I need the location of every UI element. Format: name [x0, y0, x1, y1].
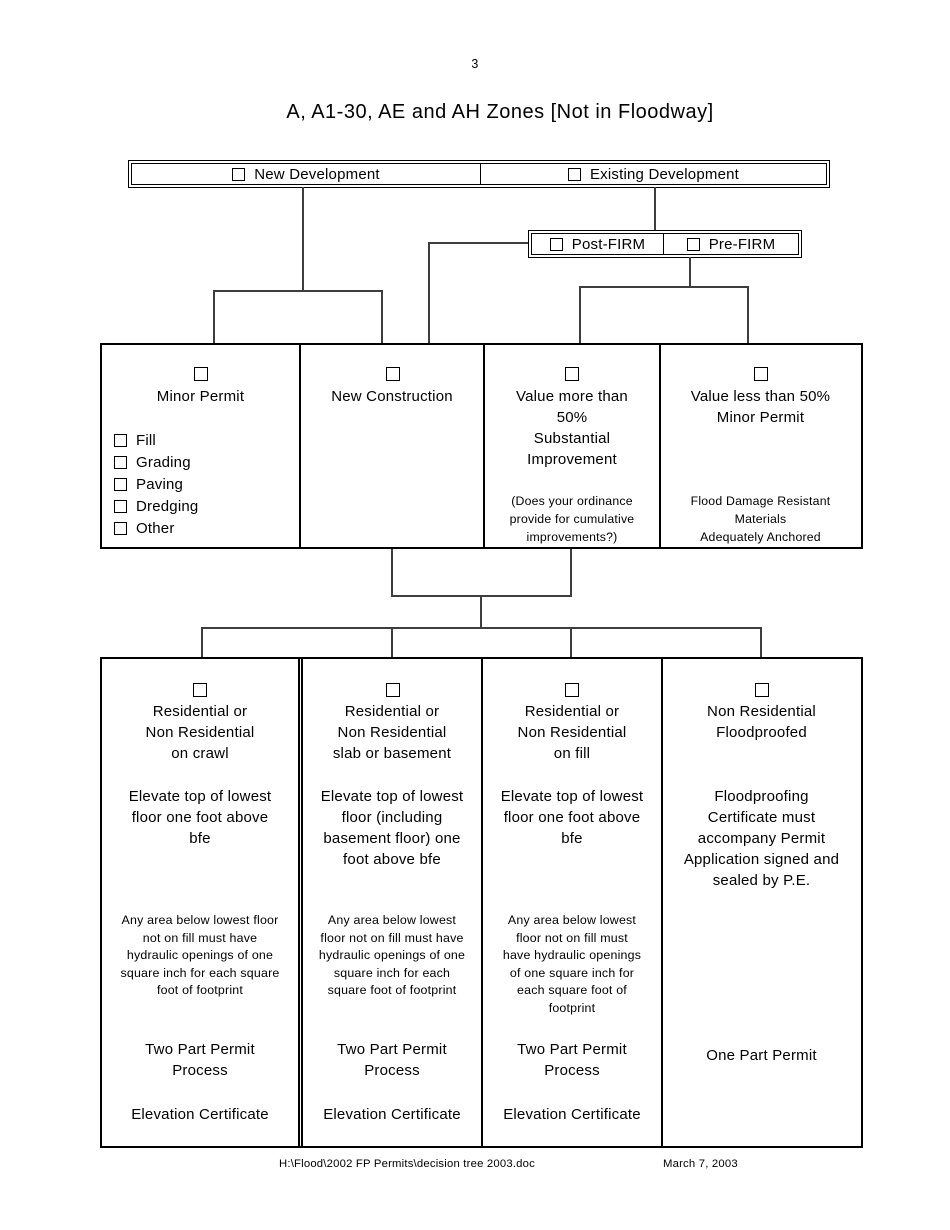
slab-fine-print: Any area below lowest floor not on fill … [318, 913, 466, 998]
value-more-cell: Value more than 50% Substantial Improvem… [483, 345, 659, 547]
floodproofed-cell: Non Residential Floodproofed Floodproofi… [661, 659, 860, 1146]
list-item: Grading [114, 451, 198, 473]
connector-line [381, 290, 383, 343]
list-item: Fill [114, 429, 198, 451]
checkbox-icon [386, 683, 400, 697]
list-item-label: Paving [136, 475, 184, 493]
value-less-cell: Value less than 50% Minor Permit Flood D… [659, 345, 860, 547]
floodproofed-process: One Part Permit [706, 1047, 817, 1064]
checkbox-icon [114, 477, 127, 491]
existing-development-cell: Existing Development [480, 164, 826, 184]
connector-line [760, 627, 762, 657]
crawl-title: Residential or Non Residential on crawl [145, 703, 255, 762]
connector-line [579, 286, 581, 343]
connector-line [579, 286, 749, 288]
connector-line [654, 187, 656, 230]
checkbox-icon [114, 499, 127, 513]
slab-process: Two Part Permit Process [337, 1041, 447, 1079]
permit-type-grid: Minor Permit Fill Grading Paving Dredgin… [100, 343, 863, 549]
footer-file-path: H:\Flood\2002 FP Permits\decision tree 2… [279, 1158, 535, 1170]
crawl-cell: Residential or Non Residential on crawl … [102, 659, 298, 1146]
fill-title: Residential or Non Residential on fill [517, 703, 627, 762]
floodproofed-requirement: Floodproofing Certificate must accompany… [683, 788, 840, 889]
pre-firm-label: Pre-FIRM [708, 235, 776, 253]
checkbox-icon [386, 367, 400, 381]
checkbox-icon [194, 367, 208, 381]
post-firm-label: Post-FIRM [571, 235, 646, 253]
list-item-label: Dredging [136, 497, 199, 515]
slab-cell: Residential or Non Residential slab or b… [298, 659, 481, 1146]
checkbox-icon [567, 167, 581, 181]
connector-line [428, 242, 430, 343]
new-development-cell: New Development [132, 164, 480, 184]
checkbox-icon [114, 433, 127, 447]
list-item-label: Other [136, 519, 175, 537]
connector-line [747, 286, 749, 343]
existing-development-label: Existing Development [589, 165, 740, 183]
connector-line [428, 242, 528, 244]
connector-line [391, 548, 393, 595]
list-item-label: Grading [136, 453, 191, 471]
footer-date: March 7, 2003 [663, 1158, 738, 1170]
connector-line [570, 627, 572, 657]
value-less-note: Flood Damage Resistant Materials Adequat… [690, 494, 831, 544]
requirements-grid: Residential or Non Residential on crawl … [100, 657, 863, 1148]
crawl-process: Two Part Permit Process [145, 1041, 255, 1079]
value-more-title: Value more than 50% Substantial Improvem… [516, 388, 628, 468]
minor-permit-cell: Minor Permit Fill Grading Paving Dredgin… [102, 345, 299, 547]
fill-requirement: Elevate top of lowest floor one foot abo… [500, 788, 644, 847]
checkbox-icon [193, 683, 207, 697]
fill-certificate: Elevation Certificate [503, 1106, 641, 1123]
development-header-table: New Development Existing Development [128, 160, 830, 188]
floodproofed-title: Non Residential Floodproofed [707, 703, 816, 741]
slab-requirement: Elevate top of lowest floor (including b… [320, 788, 464, 868]
connector-line [302, 187, 304, 290]
crawl-requirement: Elevate top of lowest floor one foot abo… [128, 788, 272, 847]
list-item: Paving [114, 473, 198, 495]
crawl-certificate: Elevation Certificate [131, 1106, 269, 1123]
checkbox-icon [114, 455, 127, 469]
checkbox-icon [549, 237, 563, 251]
fill-process: Two Part Permit Process [517, 1041, 627, 1079]
checkbox-icon [565, 367, 579, 381]
connector-line [201, 627, 762, 629]
page-title: A, A1-30, AE and AH Zones [Not in Floodw… [286, 101, 714, 123]
connector-line [480, 595, 482, 627]
checkbox-icon [232, 167, 246, 181]
list-item: Other [114, 517, 198, 539]
minor-permit-title: Minor Permit [156, 388, 245, 405]
new-development-label: New Development [254, 165, 380, 183]
list-item-label: Fill [136, 431, 156, 449]
checkbox-icon [755, 683, 769, 697]
minor-permit-list: Fill Grading Paving Dredging Other [114, 429, 198, 539]
value-less-title: Value less than 50% Minor Permit [690, 388, 831, 426]
page-number: 3 [471, 57, 479, 71]
connector-line [213, 290, 215, 343]
fill-cell: Residential or Non Residential on fill E… [481, 659, 661, 1146]
connector-line [201, 627, 203, 657]
post-firm-cell: Post-FIRM [532, 234, 663, 254]
firm-header-table: Post-FIRM Pre-FIRM [528, 230, 802, 258]
slab-title: Residential or Non Residential slab or b… [332, 703, 452, 762]
connector-line [391, 627, 393, 657]
slab-certificate: Elevation Certificate [323, 1106, 461, 1123]
checkbox-icon [114, 521, 127, 535]
new-construction-title: New Construction [331, 388, 453, 405]
checkbox-icon [565, 683, 579, 697]
checkbox-icon [686, 237, 700, 251]
pre-firm-cell: Pre-FIRM [663, 234, 798, 254]
value-more-note: (Does your ordinance provide for cumulat… [509, 494, 635, 544]
connector-line [689, 257, 691, 288]
fill-fine-print: Any area below lowest floor not on fill … [502, 913, 642, 1015]
checkbox-icon [754, 367, 768, 381]
crawl-fine-print: Any area below lowest floor not on fill … [120, 913, 280, 998]
new-construction-cell: New Construction [299, 345, 483, 547]
connector-line [570, 548, 572, 595]
list-item: Dredging [114, 495, 198, 517]
connector-line [213, 290, 383, 292]
